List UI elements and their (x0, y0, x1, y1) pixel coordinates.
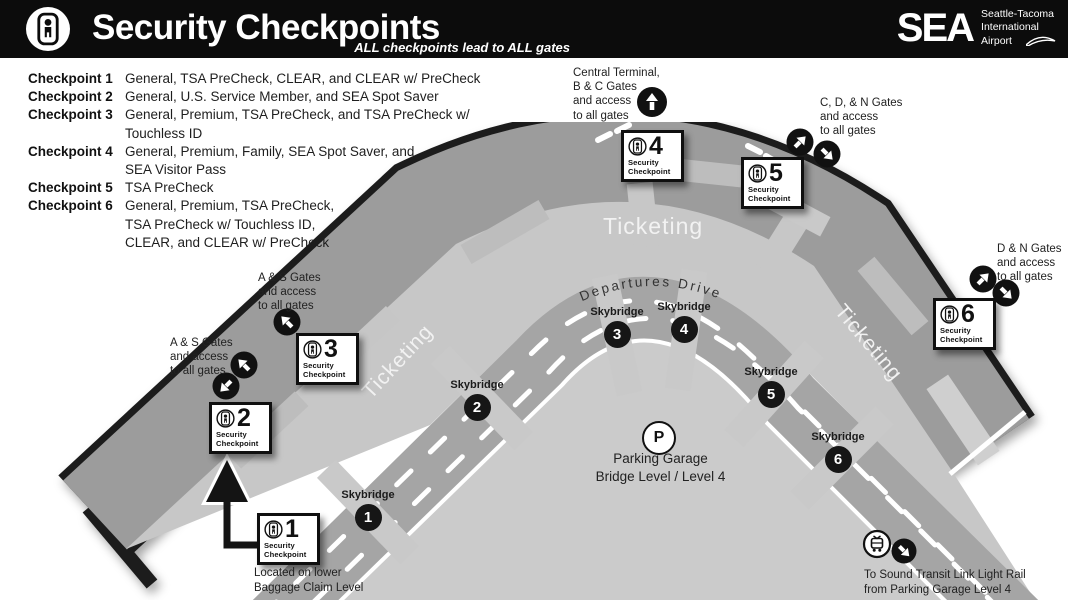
scanner-icon (216, 409, 235, 428)
checkpoint-4-marker: 4 Security Checkpoint (621, 130, 684, 182)
central-terminal-gates-label: Central Terminal, B & C Gates and access… (573, 67, 660, 122)
parking-garage-label: Parking Garage Bridge Level / Level 4 (595, 451, 726, 484)
skybridge-1-number: 1 (354, 504, 382, 531)
arrow-se-icon (891, 538, 917, 564)
checkpoint-3-marker: 3 Security Checkpoint (296, 333, 359, 385)
sea-airport-logo: SEA Seattle-Tacoma International Airport (896, 6, 1056, 50)
scanner-icon (264, 520, 283, 539)
skybridge-6-number: 6 (824, 446, 852, 473)
header-bar: Security Checkpoints ALL checkpoints lea… (0, 0, 1068, 58)
checkpoint-2-marker: 2 Security Checkpoint (209, 402, 272, 454)
arrow-ne-icon (969, 265, 997, 293)
arrow-nw-icon (230, 351, 258, 379)
skybridge-5-number: 5 (757, 381, 785, 408)
scanner-icon (748, 164, 767, 183)
as-gates-lower-label: A & S Gates and access to all gates (170, 337, 233, 378)
skybridge-4-number: 4 (670, 316, 698, 343)
arrow-nw-icon (273, 308, 301, 336)
light-rail-note: To Sound Transit Link Light Rail from Pa… (864, 569, 1026, 596)
checkpoint-1-marker: 1 Security Checkpoint (257, 513, 320, 565)
scanner-icon (303, 340, 322, 359)
arrow-se-icon (992, 279, 1020, 307)
checkpoint1-arrow (201, 453, 258, 549)
sea-logo-text: SEA (896, 6, 975, 50)
band-end-cut (948, 410, 1027, 476)
lane-markings (274, 298, 997, 600)
cdn-gates-label: C, D, & N Gates and access to all gates (820, 97, 903, 138)
garage-edge-line (338, 338, 947, 600)
curb-area (126, 201, 1035, 600)
arrow-se-icon (813, 140, 841, 168)
dn-gates-label: D & N Gates and access to all gates (997, 243, 1062, 284)
skybridge-3-number: 3 (603, 321, 631, 348)
as-gates-upper-label: A & S Gates and access to all gates (258, 272, 321, 313)
arrow-sw-icon (212, 372, 240, 400)
checkpoint-5-marker: 5 Security Checkpoint (741, 157, 804, 209)
baggage-claim-note: Located on lower Baggage Claim Level (254, 567, 364, 594)
ticketing-label-center: Ticketing (603, 213, 704, 239)
sea-logo-swoosh (1026, 36, 1056, 46)
parking-garage-area (341, 340, 944, 600)
page-title: Security Checkpoints (92, 8, 440, 47)
security-scanner-icon (26, 7, 70, 51)
parking-icon: P (642, 421, 676, 455)
page-subtitle: ALL checkpoints lead to ALL gates (354, 40, 570, 55)
arrow-up-icon (637, 87, 667, 117)
light-rail-icon (862, 529, 892, 559)
gate-arrows (212, 87, 1020, 564)
arrow-ne-icon (786, 128, 814, 156)
skybridge-2-number: 2 (463, 394, 491, 421)
checkpoint-6-marker: 6 Security Checkpoint (933, 298, 996, 350)
airport-name: Seattle-Tacoma International Airport (981, 8, 1054, 47)
scanner-icon (628, 137, 647, 156)
scanner-icon (940, 305, 959, 324)
